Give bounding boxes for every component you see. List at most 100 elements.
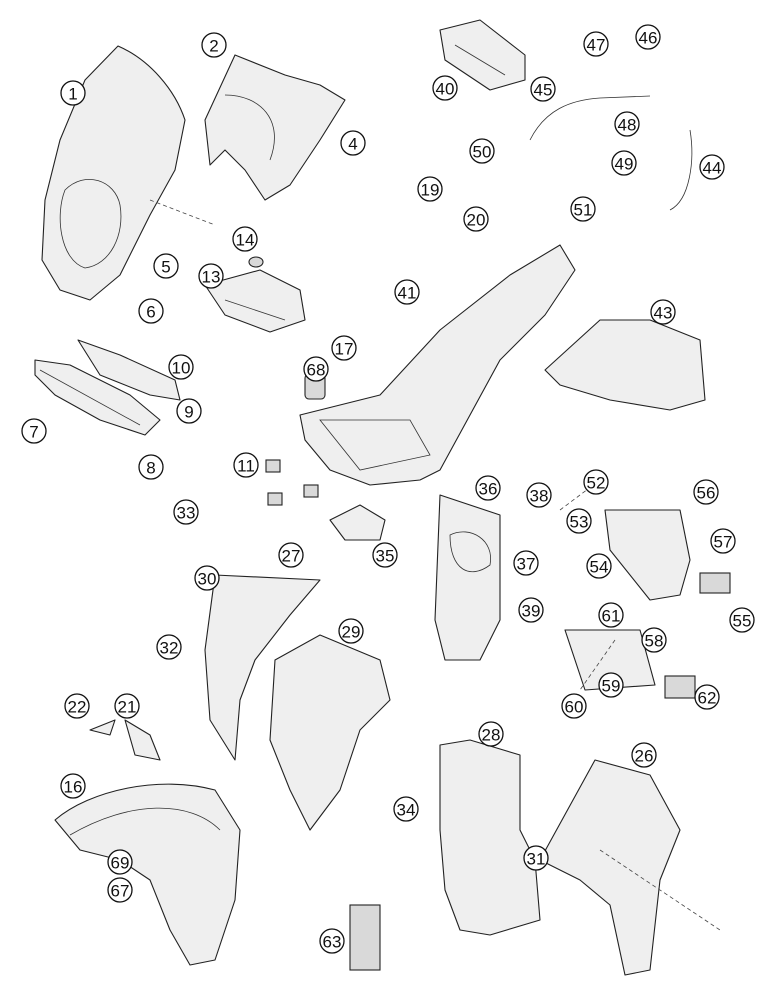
callout-circle <box>530 76 556 102</box>
callout-number: 53 <box>570 513 589 532</box>
callout-21: 21 <box>114 693 140 719</box>
callout-circle <box>693 479 719 505</box>
callout-31: 31 <box>523 845 549 871</box>
callout-circle <box>107 877 133 903</box>
callout-54: 54 <box>586 553 612 579</box>
callout-number: 43 <box>654 304 673 323</box>
callout-circle <box>176 398 202 424</box>
part-rear-rack <box>439 19 526 91</box>
part-airbox <box>439 739 541 936</box>
callout-circle <box>641 627 667 653</box>
callout-number: 47 <box>587 36 606 55</box>
callout-number: 16 <box>64 778 83 797</box>
callout-number: 46 <box>639 29 658 48</box>
part-clip <box>265 459 281 473</box>
callout-number: 1 <box>68 85 77 104</box>
part-front-fender <box>54 783 241 966</box>
callout-number: 37 <box>517 555 536 574</box>
part-grab-handle-right <box>669 129 693 211</box>
callout-50: 50 <box>469 138 495 164</box>
part-side-panel-right <box>539 759 681 976</box>
callout-number: 48 <box>618 116 637 135</box>
callout-number: 9 <box>184 403 193 422</box>
callout-circle <box>173 499 199 525</box>
callout-circle <box>694 684 720 710</box>
callout-number: 5 <box>161 258 170 277</box>
callout-labels: 1245678910111314161719202122262728293031… <box>21 24 755 954</box>
callout-45: 45 <box>530 76 556 102</box>
callout-11: 11 <box>233 452 259 478</box>
callout-number: 14 <box>236 231 255 250</box>
callout-number: 40 <box>436 80 455 99</box>
part-plate-bracket <box>564 629 656 691</box>
callout-circle <box>232 226 258 252</box>
callout-number: 30 <box>198 570 217 589</box>
callout-circle <box>583 469 609 495</box>
callout-circle <box>611 150 637 176</box>
callout-circle <box>469 138 495 164</box>
part-license-plate-holder <box>604 509 691 601</box>
callout-circle <box>729 607 755 633</box>
callout-circle <box>598 672 624 698</box>
callout-number: 61 <box>602 607 621 626</box>
callout-circle <box>583 31 609 57</box>
callout-circle <box>201 32 227 58</box>
callout-5: 5 <box>153 253 179 279</box>
callout-number: 27 <box>282 547 301 566</box>
callout-28: 28 <box>478 721 504 747</box>
callout-number: 11 <box>237 457 255 476</box>
callout-58: 58 <box>641 627 667 653</box>
callout-61: 61 <box>598 602 624 628</box>
callout-37: 37 <box>513 550 539 576</box>
callout-number: 21 <box>118 698 137 717</box>
part-reflector <box>699 572 731 594</box>
callout-56: 56 <box>693 479 719 505</box>
callout-19: 19 <box>417 176 443 202</box>
part-spoiler-cover <box>77 339 181 401</box>
callout-14: 14 <box>232 226 258 252</box>
callout-48: 48 <box>614 111 640 137</box>
callout-circle <box>566 508 592 534</box>
callout-32: 32 <box>156 634 182 660</box>
part-air-intake <box>434 494 501 661</box>
callout-circle <box>60 80 86 106</box>
callout-9: 9 <box>176 398 202 424</box>
callout-circle <box>278 542 304 568</box>
callout-number: 58 <box>645 632 664 651</box>
callout-circle <box>338 618 364 644</box>
callout-number: 22 <box>68 698 87 717</box>
callout-47: 47 <box>583 31 609 57</box>
callout-circle <box>614 111 640 137</box>
callout-13: 13 <box>198 263 224 289</box>
callout-circle <box>198 263 224 289</box>
part-rear-mudguard <box>544 319 706 411</box>
callout-number: 56 <box>697 484 716 503</box>
callout-60: 60 <box>561 693 587 719</box>
callout-63: 63 <box>319 928 345 954</box>
callout-number: 32 <box>160 639 179 658</box>
callout-circle <box>635 24 661 50</box>
callout-69: 69 <box>107 849 133 875</box>
callout-circle <box>319 928 345 954</box>
callout-number: 45 <box>534 81 553 100</box>
callout-34: 34 <box>393 796 419 822</box>
callout-number: 7 <box>29 423 38 442</box>
part-bracket <box>204 269 306 333</box>
part-side-spoiler <box>34 359 161 436</box>
callout-number: 6 <box>146 303 155 322</box>
callout-number: 20 <box>467 211 486 230</box>
callout-circle <box>138 454 164 480</box>
callout-circle <box>570 196 596 222</box>
callout-55: 55 <box>729 607 755 633</box>
callout-circle <box>394 279 420 305</box>
callout-number: 60 <box>565 698 584 717</box>
callout-39: 39 <box>518 597 544 623</box>
callout-8: 8 <box>138 454 164 480</box>
callout-number: 8 <box>146 459 155 478</box>
callout-circle <box>631 742 657 768</box>
callout-number: 50 <box>473 143 492 162</box>
callout-17: 17 <box>331 335 357 361</box>
callout-20: 20 <box>463 206 489 232</box>
callout-number: 17 <box>335 340 354 359</box>
callout-number: 68 <box>307 361 326 380</box>
